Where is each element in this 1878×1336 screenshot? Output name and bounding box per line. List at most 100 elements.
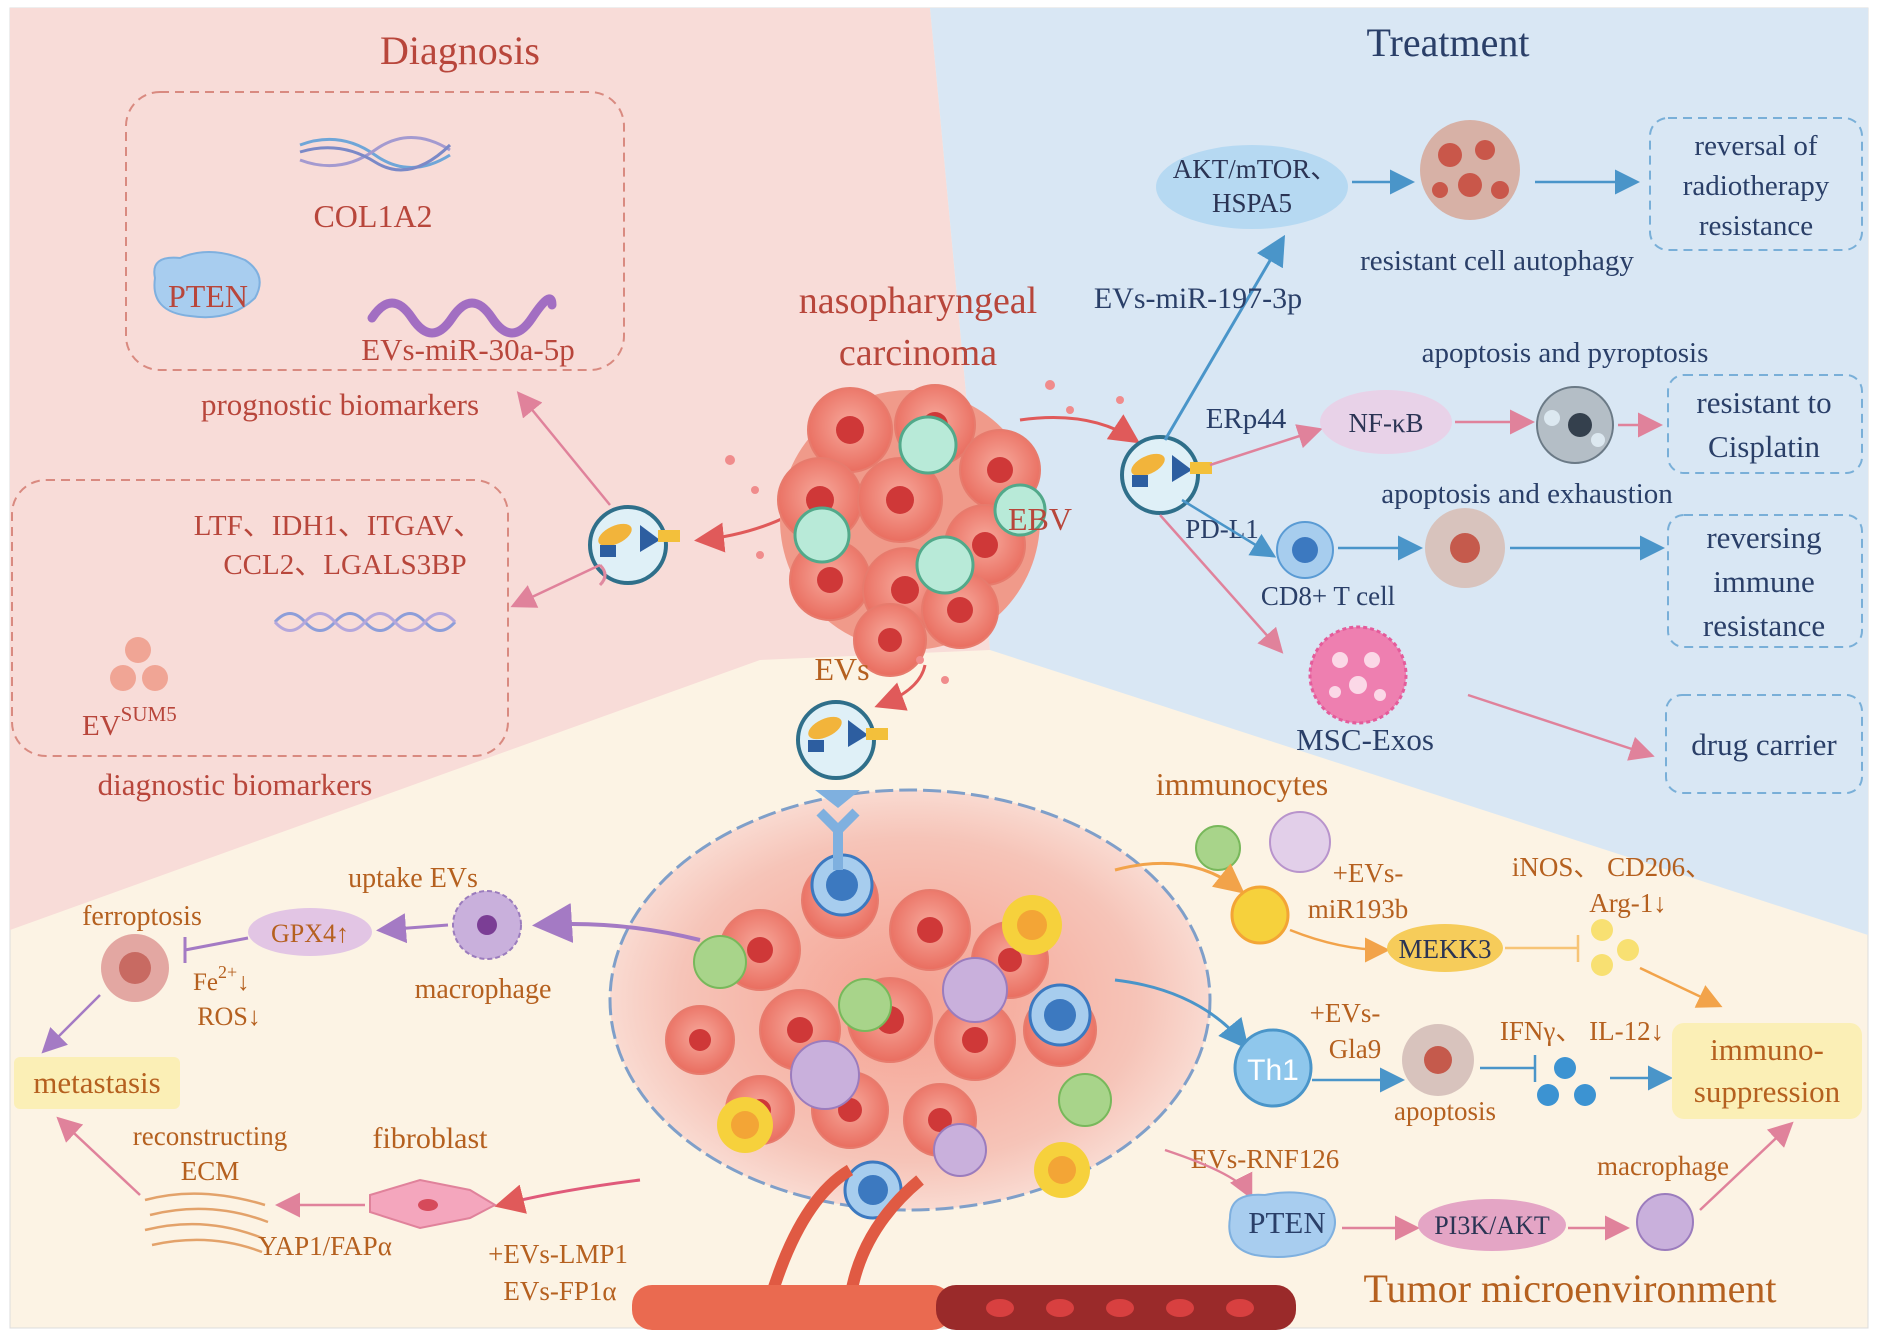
extracellular-vesicle-icon-left <box>588 505 680 587</box>
arrow-to-prognostic <box>516 391 611 506</box>
fibroblast-nucleus <box>418 1199 438 1211</box>
exhausted-cell-icon <box>1425 508 1505 588</box>
arrow-tumor-to-th1 <box>1114 978 1249 1050</box>
blood-vessel-icon <box>632 1164 1296 1330</box>
npc-title-line1: nasopharyngeal <box>799 280 1037 322</box>
inhibit-mekk3 <box>1505 935 1580 962</box>
fe-label: Fe2+↓ <box>193 962 250 996</box>
diagnostic-label: diagnostic biomarkers <box>98 767 373 802</box>
msc-exos-icon <box>1308 625 1408 725</box>
npc-title-line2: carcinoma <box>839 332 997 374</box>
cisplatin-line1: resistant to <box>1696 385 1831 420</box>
arrow-to-cd8 <box>1181 498 1277 558</box>
gla9-line2: Gla9 <box>1329 1034 1381 1064</box>
ev-sum5-label: EVSUM5 <box>82 702 177 742</box>
msc-label: MSC-Exos <box>1296 722 1434 757</box>
metastasis-label: metastasis <box>33 1065 160 1100</box>
diagnostic-box <box>11 479 509 757</box>
macrophage-left-label: macrophage <box>415 974 552 1005</box>
drug-carrier-label: drug carrier <box>1691 727 1837 762</box>
immuno-line2: suppression <box>1694 1074 1841 1109</box>
mekk3-label: MEKK3 <box>1399 934 1492 964</box>
extracellular-vesicle-icon-right <box>1120 435 1212 515</box>
fe-sup: 2+ <box>218 962 237 982</box>
gpx4-node <box>248 908 372 956</box>
immunocytes-label: immunocytes <box>1156 766 1328 802</box>
arrow-to-diagnostic <box>510 563 601 608</box>
evs-label: EVs <box>814 651 869 687</box>
pyroptosis-cell-icon <box>1536 386 1614 464</box>
immunocyte-green-icon <box>1195 825 1241 871</box>
ferroptosis-nucleus <box>119 952 151 984</box>
apoptosis-exhaustion-label: apoptosis and exhaustion <box>1381 478 1673 510</box>
erp44-label: ERp44 <box>1206 403 1287 435</box>
arrow-ferroptosis-to-metastasis <box>41 994 101 1054</box>
arrow-to-akt <box>1163 234 1286 441</box>
ebv-label: EBV <box>1008 501 1072 537</box>
treatment-title: Treatment <box>1367 20 1530 65</box>
fe-base: Fe <box>193 969 218 996</box>
autophagy-label: resistant cell autophagy <box>1360 245 1634 277</box>
diagnostic-genes-line2: CCL2、LGALS3BP <box>223 549 466 581</box>
macrophage-right-icon <box>1636 1193 1694 1251</box>
col1a2-label: COL1A2 <box>313 198 432 234</box>
akt-line2: HSPA5 <box>1212 188 1292 218</box>
nfkb-node <box>1320 390 1452 454</box>
macrophage-cell-icons <box>790 957 1008 1177</box>
immune-line3: resistance <box>1703 608 1825 643</box>
ifn-label: IFNγ、 IL-12↓ <box>1500 1016 1664 1046</box>
diagnosis-region <box>10 8 990 930</box>
tme-title: Tumor microenvironment <box>1364 1266 1777 1311</box>
immune-line2: immune <box>1713 564 1815 599</box>
tumor-mass-icon <box>777 384 1047 677</box>
arrow-to-mekk3 <box>1289 928 1390 963</box>
mir197-label: EVs-miR-197-3p <box>1094 282 1302 315</box>
pten-tme-label: PTEN <box>1248 1205 1326 1240</box>
pi3k-node <box>1418 1199 1566 1251</box>
immunocyte-purple-icon <box>1269 811 1331 873</box>
ev-particles-icon <box>110 637 168 691</box>
reversal-line1: reversal of <box>1694 130 1818 162</box>
m-cell-icon <box>1230 885 1290 945</box>
inos-line2: Arg-1↓ <box>1589 888 1667 918</box>
pi3k-label: PI3K/AKT <box>1434 1211 1550 1240</box>
metastasis-box <box>14 1057 180 1109</box>
cd8-label: CD8+ T cell <box>1261 581 1395 611</box>
uptake-label: uptake EVs <box>348 863 478 894</box>
immunosuppression-box <box>1672 1023 1862 1119</box>
apoptosis-tme-label: apoptosis <box>1394 1096 1496 1126</box>
macrophage-right-label: macrophage <box>1597 1151 1729 1181</box>
mekk3-node <box>1387 924 1503 972</box>
ecm-line1: reconstructing <box>133 1121 287 1151</box>
akt-line1: AKT/mTOR、 <box>1173 154 1338 184</box>
mir30a-label: EVs-miR-30a-5p <box>361 332 575 367</box>
mir193b-line1: +EVs- <box>1333 858 1404 888</box>
nfkb-label: NF-κB <box>1348 408 1423 438</box>
inhibit-apoptosis <box>1480 1055 1537 1082</box>
ev-sum5-sup: SUM5 <box>121 702 177 726</box>
pten-protein-icon <box>153 250 261 319</box>
ecm-line2: ECM <box>181 1156 240 1186</box>
immune-line1: reversing <box>1706 520 1821 555</box>
reversal-line3: resistance <box>1699 210 1813 242</box>
arrow-macrophage-to-gpx4 <box>376 913 449 944</box>
inos-line1: iNOS、 CD206、 <box>1512 852 1712 882</box>
arrow-to-pten <box>1164 1148 1253 1200</box>
apoptosis-pyroptosis-label: apoptosis and pyroptosis <box>1422 337 1709 369</box>
arrow-tumor-to-fibroblast <box>494 1178 641 1214</box>
cd8-t-cell-icon <box>1276 521 1334 579</box>
immuno-line1: immuno- <box>1710 1032 1824 1067</box>
arrow-msc-to-drug <box>1467 693 1655 761</box>
th1-cell-icon <box>1233 1028 1313 1108</box>
lmp1-label: +EVs-LMP1 <box>488 1239 628 1269</box>
arrow-to-immunosuppression-bottom <box>1699 1121 1794 1211</box>
prognostic-box <box>125 91 625 371</box>
th1-label: Th1 <box>1247 1054 1299 1087</box>
diagnosis-title: Diagnosis <box>380 28 540 73</box>
ros-label: ROS↓ <box>197 1002 261 1031</box>
yellow-cell-icons <box>717 895 1090 1198</box>
autophagy-cells-icon <box>1420 120 1520 220</box>
macrophage-left-nucleus <box>477 915 497 935</box>
